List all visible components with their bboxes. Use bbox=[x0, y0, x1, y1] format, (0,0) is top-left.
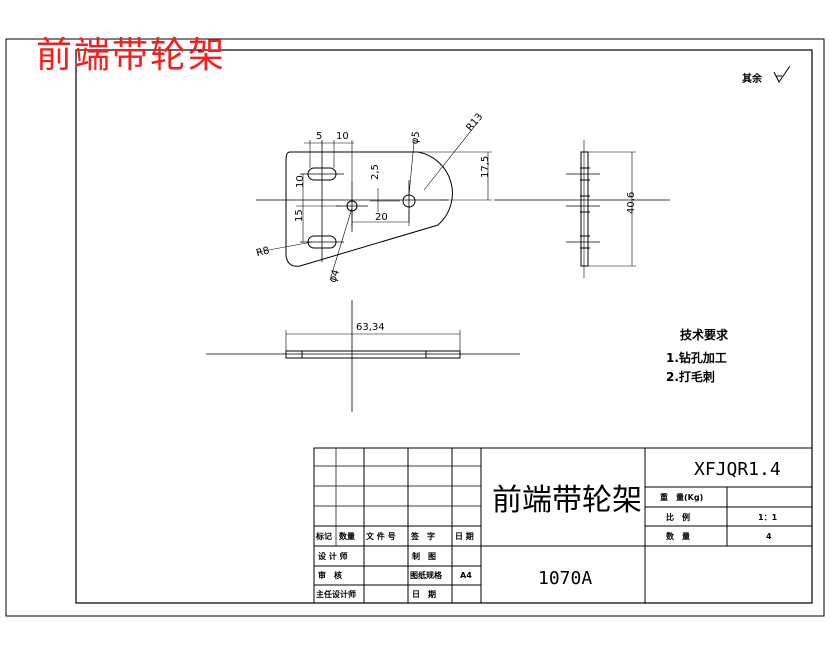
dim-40-6: 40,6 bbox=[626, 192, 637, 214]
dim-r13: R13 bbox=[464, 111, 485, 133]
roughness-note: 其余 bbox=[742, 72, 763, 85]
tb-col-date: 日 期 bbox=[455, 531, 474, 541]
dim-63-34: 63,34 bbox=[356, 322, 385, 333]
dim-5: 5 bbox=[316, 131, 322, 142]
tech-title: 技术要求 bbox=[680, 327, 729, 342]
front-view bbox=[256, 121, 492, 281]
dim-phi4: φ4 bbox=[328, 268, 342, 284]
title-block-grid bbox=[313, 447, 813, 604]
tech-item-2: 2.打毛刺 bbox=[666, 369, 715, 384]
tb-qty-label: 数 量 bbox=[666, 531, 690, 541]
top-view bbox=[206, 300, 520, 412]
dim-r8: R8 bbox=[255, 245, 271, 259]
tb-col-file: 文 件 号 bbox=[366, 531, 396, 541]
tb-drafter: 制 图 bbox=[412, 551, 436, 561]
tb-part-name: 前端带轮架 bbox=[492, 483, 642, 518]
tb-reviewer: 审 核 bbox=[318, 570, 342, 580]
tb-material: 1070A bbox=[538, 568, 592, 589]
tb-date-label: 日 期 bbox=[412, 589, 436, 599]
inner-border bbox=[75, 49, 813, 604]
dim-10-top: 10 bbox=[336, 131, 349, 142]
tb-col-count: 数量 bbox=[339, 531, 355, 541]
dim-20: 20 bbox=[375, 212, 388, 223]
tb-drawing-no: XFJQR1.4 bbox=[694, 459, 781, 480]
tb-chief: 主任设计师 bbox=[316, 589, 356, 599]
dim-17-5: 17,5 bbox=[480, 156, 491, 178]
plate-outline bbox=[285, 151, 453, 267]
dim-10-left: 10 bbox=[295, 175, 306, 188]
tb-qty-value: 4 bbox=[766, 532, 772, 541]
dim-15: 15 bbox=[294, 209, 305, 222]
tech-item-1: 1.钻孔加工 bbox=[666, 350, 727, 365]
roughness-symbol-icon bbox=[773, 65, 791, 83]
tb-col-sign: 签 字 bbox=[410, 531, 435, 541]
tb-weight-label: 重 量(Kg) bbox=[660, 492, 703, 502]
tb-col-mark: 标记 bbox=[315, 531, 332, 541]
tb-scale-value: 1：1 bbox=[758, 513, 778, 522]
tb-designer: 设 计 师 bbox=[318, 551, 348, 561]
dim-2-5: 2,5 bbox=[370, 164, 381, 180]
tb-paper-value: A4 bbox=[460, 571, 472, 580]
side-view bbox=[494, 140, 670, 278]
dim-phi5: φ5 bbox=[409, 130, 422, 145]
front-view-dimension-labels: 5 10 φ5 R13 10 2,5 17,5 15 20 R8 φ4 bbox=[255, 111, 491, 284]
red-title: 前端带轮架 bbox=[36, 35, 227, 76]
tb-paper-label: 图纸规格 bbox=[410, 570, 443, 580]
tb-scale-label: 比 例 bbox=[666, 512, 690, 522]
outer-border bbox=[5, 38, 825, 617]
